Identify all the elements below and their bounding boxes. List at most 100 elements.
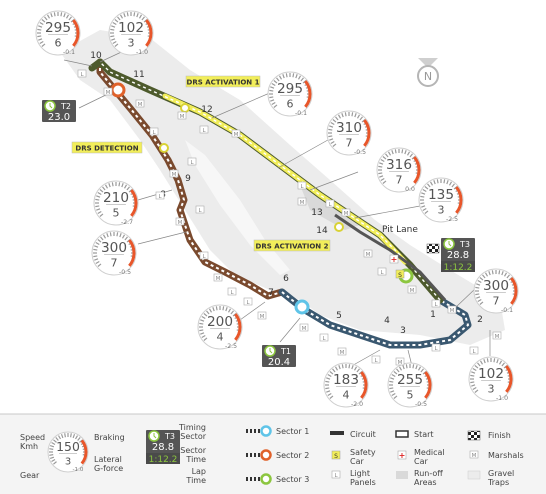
legend-speed-label: Speed [20, 433, 45, 442]
sector-time: 28.8 [152, 442, 174, 453]
light-panel-icon: L [199, 251, 209, 260]
legend-safety-car-1: Safety [350, 448, 376, 457]
sector-time: 28.8 [447, 250, 469, 261]
legend-circuit-label: Circuit [350, 430, 376, 439]
light-panel-icon: L [149, 127, 159, 136]
gforce-value: -1.0 [496, 395, 508, 402]
gforce-value: -0.5 [119, 269, 131, 276]
timing-sector-name: T3 [459, 240, 470, 249]
svg-text:S: S [334, 453, 338, 460]
gear-value: 7 [346, 137, 353, 150]
gear-value: 6 [55, 37, 62, 50]
speed-value: 200 [207, 314, 233, 330]
marshal-post-icon: M [363, 249, 373, 258]
legend-light-panel-icon [331, 470, 341, 479]
drs-detection-point [159, 143, 169, 153]
timing-sector-name: T2 [60, 102, 71, 111]
sector-2-marker [110, 82, 126, 98]
gforce-value: -1.0 [73, 467, 84, 473]
legend-marshals-label: Marshals [488, 451, 524, 460]
timing-sector-name: T1 [280, 347, 291, 356]
timing-sector-name: T3 [164, 432, 175, 441]
svg-text:S: S [398, 272, 402, 279]
light-panel-icon: L [77, 69, 87, 78]
svg-text:L: L [202, 254, 206, 260]
legend: 1503-1.0SpeedKmhGearBrakingLateralG-forc… [0, 413, 546, 494]
legend-sector-time-1: Sector [180, 446, 206, 455]
svg-text:M: M [410, 288, 415, 294]
svg-text:L: L [322, 336, 326, 342]
gforce-value: -0.1 [295, 110, 307, 117]
speed-value: 210 [103, 190, 129, 206]
light-panel-icon: L [199, 125, 209, 134]
svg-text:M: M [106, 90, 111, 96]
legend-gravel-1: Gravel [488, 469, 514, 478]
svg-text:+: + [391, 255, 398, 264]
light-panel-icon: L [297, 181, 307, 190]
svg-text:Sector 2: Sector 2 [276, 451, 309, 460]
svg-text:DRS ACTIVATION 1: DRS ACTIVATION 1 [187, 79, 260, 87]
gforce-value: -2.5 [225, 343, 237, 350]
drs-activation-2-label: DRS ACTIVATION 2 [253, 239, 331, 252]
gear-value: 7 [396, 174, 403, 187]
safety-car-icon: S [395, 269, 405, 279]
marshal-post-icon: M [447, 305, 457, 314]
legend-start-label: Start [414, 430, 434, 439]
marshal-post-icon: M [492, 331, 502, 340]
legend-light-panels-2: Panels [350, 478, 376, 487]
speed-value: 295 [277, 81, 303, 97]
legend-circuit-icon [330, 431, 344, 435]
legend-gforce-label: G-force [94, 464, 123, 473]
marshal-post-icon: M [169, 169, 179, 178]
corner-number-12: 12 [201, 105, 212, 115]
svg-text:M: M [178, 220, 183, 226]
svg-text:M: M [302, 326, 307, 332]
drs-activation-1-point [180, 103, 190, 113]
marshal-post-icon: M [177, 111, 187, 120]
light-panel-icon: L [227, 287, 237, 296]
drs-detection-label: DRS DETECTION [71, 141, 143, 154]
svg-text:M: M [340, 350, 345, 356]
svg-text:M: M [495, 334, 500, 340]
pit-lane-track [334, 213, 447, 301]
svg-text:M: M [216, 276, 221, 282]
marshal-post-icon: M [213, 273, 223, 282]
legend-sector-3: Sector 3 [246, 473, 309, 485]
sector-1-marker [294, 299, 310, 315]
svg-text:L: L [158, 194, 162, 200]
pit-lane-label: Pit Lane [382, 225, 418, 235]
speed-value: 102 [118, 20, 144, 36]
gear-value: 4 [343, 389, 350, 402]
svg-text:M: M [366, 252, 371, 258]
gear-value: 3 [438, 204, 445, 217]
gforce-value: -0.1 [63, 49, 75, 56]
legend-start-icon [395, 430, 409, 438]
legend-safety-car-icon [331, 450, 341, 460]
corner-number-14: 14 [316, 226, 328, 236]
gforce-value: -2.5 [446, 216, 458, 223]
svg-text:L: L [380, 270, 384, 276]
marshal-post-icon: M [297, 197, 307, 206]
drs-activation-1-label: DRS ACTIVATION 1 [185, 75, 261, 88]
gforce-value: -0.5 [354, 149, 366, 156]
light-panel-icon: L [325, 199, 335, 208]
legend-lateral-label: Lateral [94, 455, 122, 464]
corner-number-11: 11 [133, 70, 144, 80]
svg-text:L: L [198, 208, 202, 214]
speed-value: 295 [45, 20, 71, 36]
corner-number-1: 1 [430, 310, 436, 320]
gforce-value: 0.0 [405, 186, 415, 193]
service-area [300, 185, 360, 230]
legend-timing-label-2: Sector [180, 432, 206, 441]
lap-time: 1:12.2 [149, 455, 178, 465]
legend-gear-label: Gear [20, 471, 40, 480]
